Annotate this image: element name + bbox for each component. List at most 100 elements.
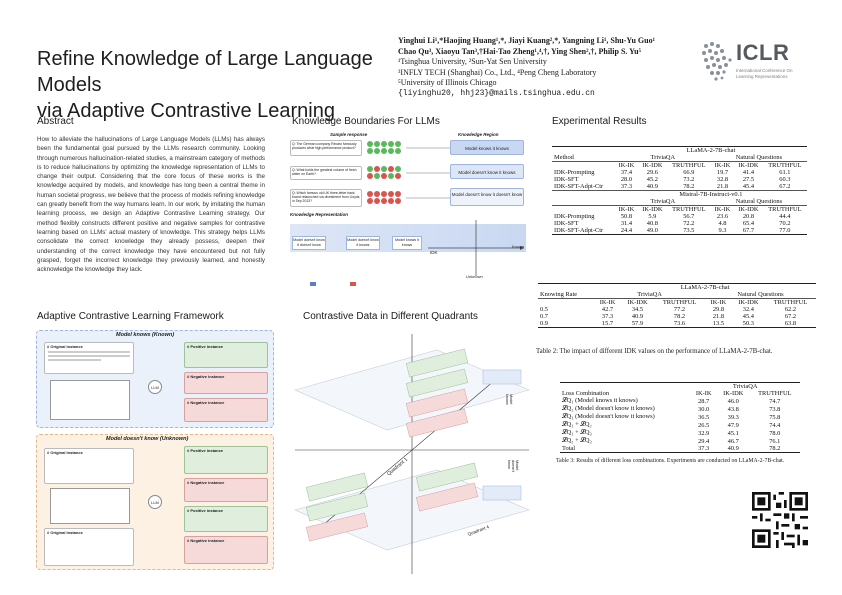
t1-llama-cell: 78.2 bbox=[683, 183, 695, 190]
model-knows-axis-label: Model knows bbox=[505, 394, 513, 405]
unknown-original-card-2: # Original Instance bbox=[44, 528, 134, 566]
t2-cell: 73.6 bbox=[673, 320, 686, 327]
known-negative-label-2: # Negative instance bbox=[187, 400, 225, 405]
contact-email: {liyinghu20, hhj23}@mails.tsinghua.edu.c… bbox=[398, 88, 595, 98]
t1-mistral-cell: 70.2 bbox=[779, 220, 791, 227]
t1-llama-cell: 29.6 bbox=[646, 169, 658, 176]
t3-col-header: TRUTHFUL bbox=[758, 390, 792, 397]
t2-cell: 77.2 bbox=[673, 306, 686, 313]
framework-heading: Adaptive Contrastive Learning Framework bbox=[37, 311, 224, 322]
t2-cell: 40.9 bbox=[631, 313, 644, 320]
unknown-negative-card-1: # Negative instance bbox=[184, 478, 268, 502]
t1-mistral-cell: 9.3 bbox=[718, 227, 727, 234]
t1-mistral-cell: 72.2 bbox=[683, 220, 695, 227]
t1-llama-cell: 60.3 bbox=[779, 176, 791, 183]
t3-row-label: 𝓛Q₂ (Model doesn't know it knows) bbox=[562, 405, 655, 412]
t3-cell: 74.7 bbox=[769, 397, 781, 405]
unknown-region-heading: Model doesn't know (Unknown) bbox=[106, 436, 189, 442]
unknown-original-label-2: # Original Instance bbox=[47, 530, 83, 535]
unknown-negative-label-2: # Negative instance bbox=[187, 538, 225, 543]
t2-row-label: 0.5 bbox=[540, 306, 548, 313]
kb-question-1: Q: The German company Recaro famously pr… bbox=[290, 140, 362, 156]
t1-mistral-row-label: IDK-SFT bbox=[554, 220, 579, 227]
t3-loss-header: Loss Combination bbox=[562, 390, 610, 397]
t3-cell: 78.2 bbox=[769, 445, 781, 452]
known-negative-label-1: # Negative instance bbox=[187, 374, 225, 379]
knowledge-boundaries-heading: Knowledge Boundaries For LLMs bbox=[292, 116, 440, 127]
t2-cell: 13.5 bbox=[712, 320, 725, 327]
t3-row-label: 𝓛Q₁ + 𝓛Q₃ bbox=[562, 429, 592, 436]
iclr-logo: ICLR International Conference On Learnin… bbox=[700, 38, 810, 93]
model-doesnt-know-axis-label: Model doesn't know bbox=[507, 460, 519, 473]
t1-llama-cell: 40.9 bbox=[646, 183, 658, 190]
t3-cell: 76.1 bbox=[769, 437, 781, 445]
t1-mistral-cell: 31.4 bbox=[620, 220, 633, 227]
kb-unknown-label: Unknown bbox=[466, 274, 483, 279]
table-2-caption: Table 2: The impact of different IDK val… bbox=[536, 348, 773, 355]
t1-llama-cell: 67.2 bbox=[779, 183, 791, 190]
iclr-brain-icon bbox=[702, 42, 732, 81]
t1-llama-cell: 66.9 bbox=[683, 169, 695, 176]
t1-mistral-cell: 23.6 bbox=[716, 213, 729, 220]
table-3-caption: Table 3: Results of different loss combi… bbox=[556, 458, 785, 464]
t2-cell: 67.2 bbox=[784, 313, 797, 320]
t1-mistral-cell: 73.5 bbox=[683, 227, 695, 234]
t2-cell: 42.7 bbox=[601, 306, 614, 313]
known-positive-label: # Positive instance bbox=[187, 344, 224, 349]
t1-mistral-cell: 4.8 bbox=[718, 220, 727, 227]
t1-mistral-cell: 5.9 bbox=[648, 213, 657, 220]
t1-mistral-cell: 24.4 bbox=[620, 227, 633, 234]
t1-llama-cell: 28.0 bbox=[620, 176, 633, 183]
results-heading: Experimental Results bbox=[552, 116, 647, 127]
kb-sample-response-label: Sample response bbox=[330, 132, 368, 137]
unknown-negative-label-1: # Negative instance bbox=[187, 480, 225, 485]
t2-col-header: TRUTHFUL bbox=[662, 299, 697, 306]
t1-triviaqa-header: TriviaQA bbox=[650, 154, 676, 161]
t1-method-header: Method bbox=[554, 154, 574, 161]
t1-col-header: IK-IDK bbox=[642, 162, 663, 169]
known-negative-card-2: # Negative instance bbox=[184, 398, 268, 422]
kb-box-doesnt-know-knows: Model doesn't know it knows bbox=[450, 164, 524, 179]
known-positive-card: # Positive instance bbox=[184, 342, 268, 368]
kb-knowledge-region-label: Knowledge Region bbox=[458, 132, 499, 137]
t3-cell: 47.9 bbox=[727, 421, 739, 429]
t3-cell: 78.0 bbox=[769, 429, 781, 437]
t1-col-header: IK-IDK bbox=[642, 206, 663, 213]
t1-nq-header-2: Natural Questions bbox=[735, 198, 783, 205]
t1-llama-cell: 37.4 bbox=[620, 169, 633, 176]
t3-col-header: IK-IK bbox=[695, 390, 712, 397]
abstract-text: How to alleviate the hallucinations of L… bbox=[37, 136, 265, 274]
abstract-heading: Abstract bbox=[37, 116, 74, 127]
qr-code-icon[interactable] bbox=[752, 492, 808, 548]
unknown-llm-diagram bbox=[50, 488, 130, 524]
t2-cell: 78.2 bbox=[673, 313, 686, 320]
t1-model2-header: Mistral-7B-Instruct-v0.1 bbox=[679, 191, 743, 198]
t1-mistral-cell: 49.0 bbox=[646, 227, 658, 234]
t1-mistral-row-label: IDK-SFT-Adpt-Ctr bbox=[554, 227, 604, 234]
title-line-2: via Adaptive Contrastive Learning bbox=[37, 100, 335, 122]
t1-llama-cell: 32.8 bbox=[716, 176, 729, 183]
t2-triviaqa-header: TriviaQA bbox=[637, 291, 662, 298]
t3-cell: 29.4 bbox=[698, 437, 710, 445]
t3-cell: 40.9 bbox=[727, 445, 739, 452]
affiliation-line-2: ³INFLY TECH (Shanghai) Co., Ltd., ⁴Peng … bbox=[398, 67, 597, 77]
t3-cell: 73.8 bbox=[769, 405, 781, 413]
unknown-positive-card-1: # Positive instance bbox=[184, 446, 268, 474]
t2-row-label: 0.9 bbox=[540, 320, 548, 327]
t3-cell: 43.8 bbox=[727, 405, 739, 413]
t3-cell: 36.5 bbox=[698, 413, 710, 421]
t1-mistral-cell: 40.8 bbox=[646, 220, 658, 227]
iclr-wordmark: ICLR bbox=[736, 40, 790, 65]
kb-axes bbox=[428, 220, 524, 276]
t2-rate-header: Knowing Rate bbox=[540, 291, 578, 298]
t1-col-header: IK-IK bbox=[714, 162, 731, 169]
